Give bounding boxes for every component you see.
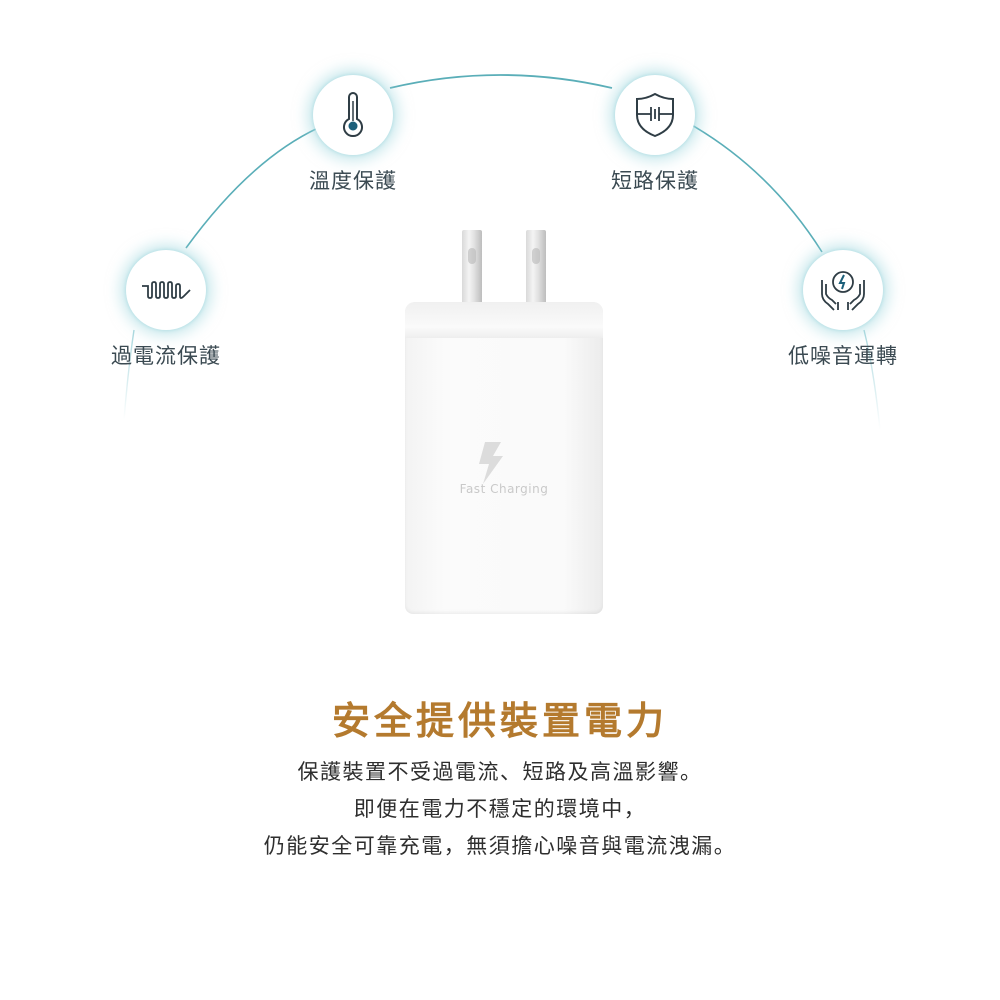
feature-overcurrent-protection: 過電流保護 [86, 250, 246, 370]
feature-icon-circle [615, 75, 695, 155]
hands-bolt-icon [821, 271, 865, 311]
plug-prong-right [526, 230, 546, 320]
feature-short-circuit-protection: 短路保護 [575, 75, 735, 195]
feature-label: 過電流保護 [111, 344, 221, 368]
feature-icon-circle [803, 250, 883, 330]
headline: 安全提供裝置電力 [331, 699, 668, 743]
description-line: 仍能安全可靠充電，無須擔心噪音與電流洩漏。 [263, 834, 737, 858]
charger-cap [405, 302, 603, 338]
fast-charging-imprint: Fast Charging [459, 482, 549, 496]
coil-wave-icon [142, 281, 191, 299]
feature-label: 低噪音運轉 [788, 344, 898, 368]
feature-temperature-protection: 溫度保護 [273, 75, 433, 195]
description: 保護裝置不受過電流、短路及高溫影響。 即便在電力不穩定的環境中， 仍能安全可靠充… [0, 754, 1000, 865]
thermometer-icon [343, 92, 363, 138]
lightning-bolt-icon [479, 442, 503, 484]
shield-circuit-icon [636, 92, 674, 138]
feature-label: 短路保護 [611, 169, 699, 193]
feature-icon-circle [126, 250, 206, 330]
description-line: 即便在電力不穩定的環境中， [353, 797, 647, 821]
description-line: 保護裝置不受過電流、短路及高溫影響。 [297, 760, 703, 784]
feature-label: 溫度保護 [309, 169, 397, 193]
plug-prong-left [462, 230, 482, 320]
feature-low-noise-operation: 低噪音運轉 [763, 250, 923, 370]
charger-product-image: Fast Charging [400, 230, 605, 615]
feature-icon-circle [313, 75, 393, 155]
charger-body: Fast Charging [405, 302, 603, 614]
